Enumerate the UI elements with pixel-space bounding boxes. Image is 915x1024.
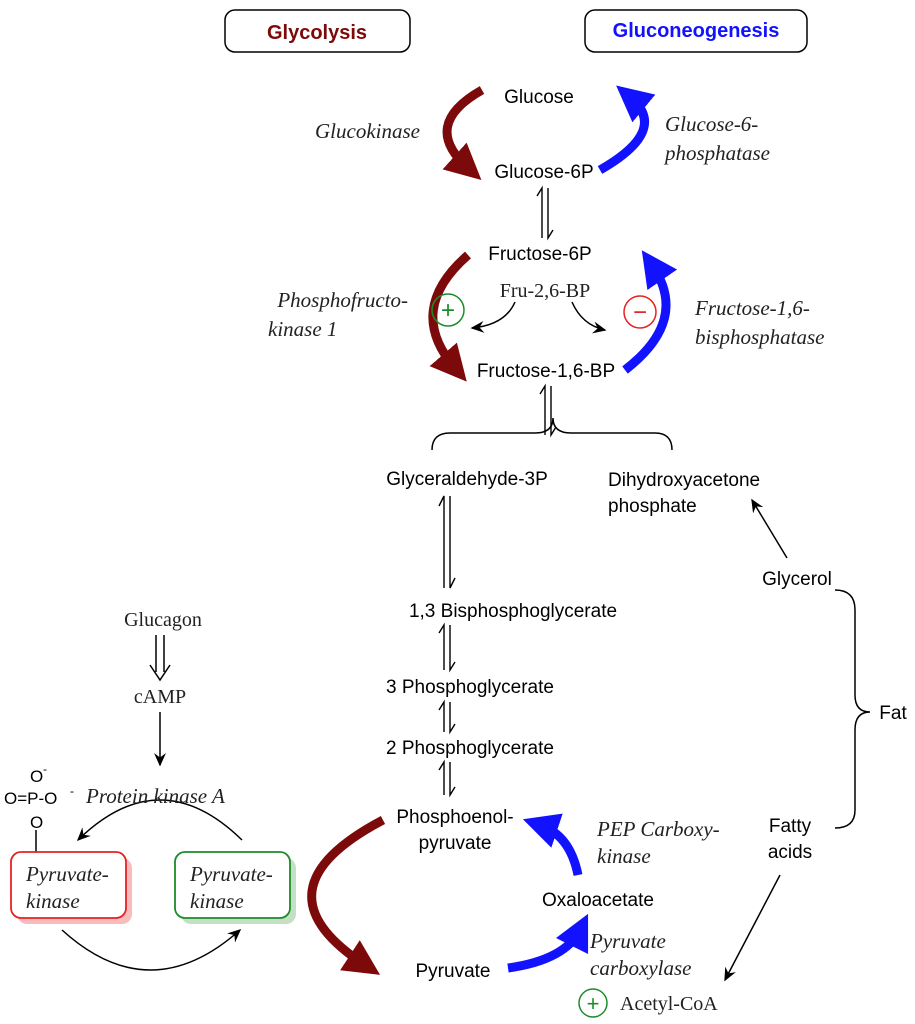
svg-text:+: + xyxy=(587,991,600,1016)
svg-text:-: - xyxy=(70,784,74,798)
glycerol: Glycerol xyxy=(762,569,832,590)
svg-text:O: O xyxy=(30,767,43,786)
pepck-label-2: kinase xyxy=(597,844,651,868)
acetyl-coa: Acetyl-CoA xyxy=(620,993,718,1015)
pc-label-1: Pyruvate xyxy=(589,929,666,953)
pyruvate: Pyruvate xyxy=(416,961,491,982)
activation-circle: + xyxy=(431,293,465,327)
13-bisphosphoglycerate: 1,3 Bisphosphoglycerate xyxy=(409,601,617,622)
fructose-6p: Fructose-6P xyxy=(488,244,591,265)
glycolysis-title: Glycolysis xyxy=(267,22,367,44)
phosphate-group: O- O=P-O- O xyxy=(4,762,74,832)
fru26bp-inhibit-arrow xyxy=(571,301,607,334)
glycolysis-header: Glycolysis xyxy=(224,9,411,53)
fat-brace xyxy=(834,589,871,829)
pfk1-arrow xyxy=(428,251,471,382)
fru-26-bp: Fru-2,6-BP xyxy=(500,280,591,302)
pep-line2: pyruvate xyxy=(419,833,492,854)
fatty-line2: acids xyxy=(768,842,812,863)
fbpase-label-2: bisphosphatase xyxy=(695,325,825,349)
svg-text:-: - xyxy=(43,762,47,776)
svg-text:O: O xyxy=(30,813,43,832)
pka-arrow xyxy=(76,799,243,842)
fat: Fat xyxy=(879,703,907,724)
pepck-arrow xyxy=(522,813,583,876)
pepck-label-1: PEP Carboxy- xyxy=(596,817,720,841)
svg-text:Pyruvate-: Pyruvate- xyxy=(189,862,273,886)
svg-text:+: + xyxy=(441,297,455,324)
svg-text:kinase: kinase xyxy=(26,889,80,913)
fructose-16bp: Fructose-1,6-BP xyxy=(477,361,615,382)
svg-text:kinase: kinase xyxy=(190,889,244,913)
oxaloacetate: Oxaloacetate xyxy=(542,890,654,911)
fbpase-arrow xyxy=(622,250,678,374)
pep-line1: Phosphoenol- xyxy=(396,807,513,828)
pc-label-2: carboxylase xyxy=(590,956,691,980)
pka-label: Protein kinase A xyxy=(85,784,225,808)
svg-text:−: − xyxy=(633,299,647,326)
fru26bp-activate-arrow xyxy=(470,301,516,333)
g6pase-label-2: phosphatase xyxy=(663,141,770,165)
inhibition-circle: − xyxy=(623,295,657,329)
glucagon-arrow xyxy=(149,635,171,682)
glyceraldehyde-3p: Glyceraldehyde-3P xyxy=(386,469,548,490)
fatty-acids-arrow xyxy=(724,874,781,982)
pyruvate-kinase-phosphorylated: Pyruvate-kinase xyxy=(10,851,132,924)
3-phosphoglycerate: 3 Phosphoglycerate xyxy=(386,677,554,698)
svg-text:Pyruvate-: Pyruvate- xyxy=(25,862,109,886)
2-phosphoglycerate: 2 Phosphoglycerate xyxy=(386,738,554,759)
fbpase-label-1: Fructose-1,6- xyxy=(694,296,810,320)
pfk1-label-2: kinase 1 xyxy=(268,317,337,341)
g6pase-label-1: Glucose-6- xyxy=(665,112,758,136)
glycerol-arrow xyxy=(751,498,788,559)
dhap-line2: phosphate xyxy=(608,496,697,517)
gluconeogenesis-header: Gluconeogenesis xyxy=(584,9,808,53)
glucagon: Glucagon xyxy=(124,609,202,631)
glucose: Glucose xyxy=(504,87,574,108)
svg-text:O=P-O: O=P-O xyxy=(4,789,57,808)
g6pase-arrow xyxy=(597,85,656,174)
acetylcoa-activation-circle: + xyxy=(578,988,608,1018)
dephosphorylation-arrow xyxy=(61,929,242,971)
dhap-line1: Dihydroxyacetone xyxy=(608,470,760,491)
camp: cAMP xyxy=(134,686,186,708)
pyruvate-kinase-arrow xyxy=(307,816,386,975)
pyruvate-kinase-active: Pyruvate-kinase xyxy=(174,851,296,924)
pyruvate-carboxylase-arrow xyxy=(507,913,589,973)
pfk1-label-1: Phosphofructo- xyxy=(276,288,408,312)
glucokinase-label: Glucokinase xyxy=(315,119,420,143)
fatty-line1: Fatty xyxy=(769,816,812,837)
equilibrium-arrows xyxy=(438,185,557,798)
glucokinase-arrow xyxy=(442,86,485,181)
gluconeogenesis-title: Gluconeogenesis xyxy=(613,20,780,42)
glucose-6p: Glucose-6P xyxy=(494,162,593,183)
triose-brace xyxy=(431,417,673,451)
